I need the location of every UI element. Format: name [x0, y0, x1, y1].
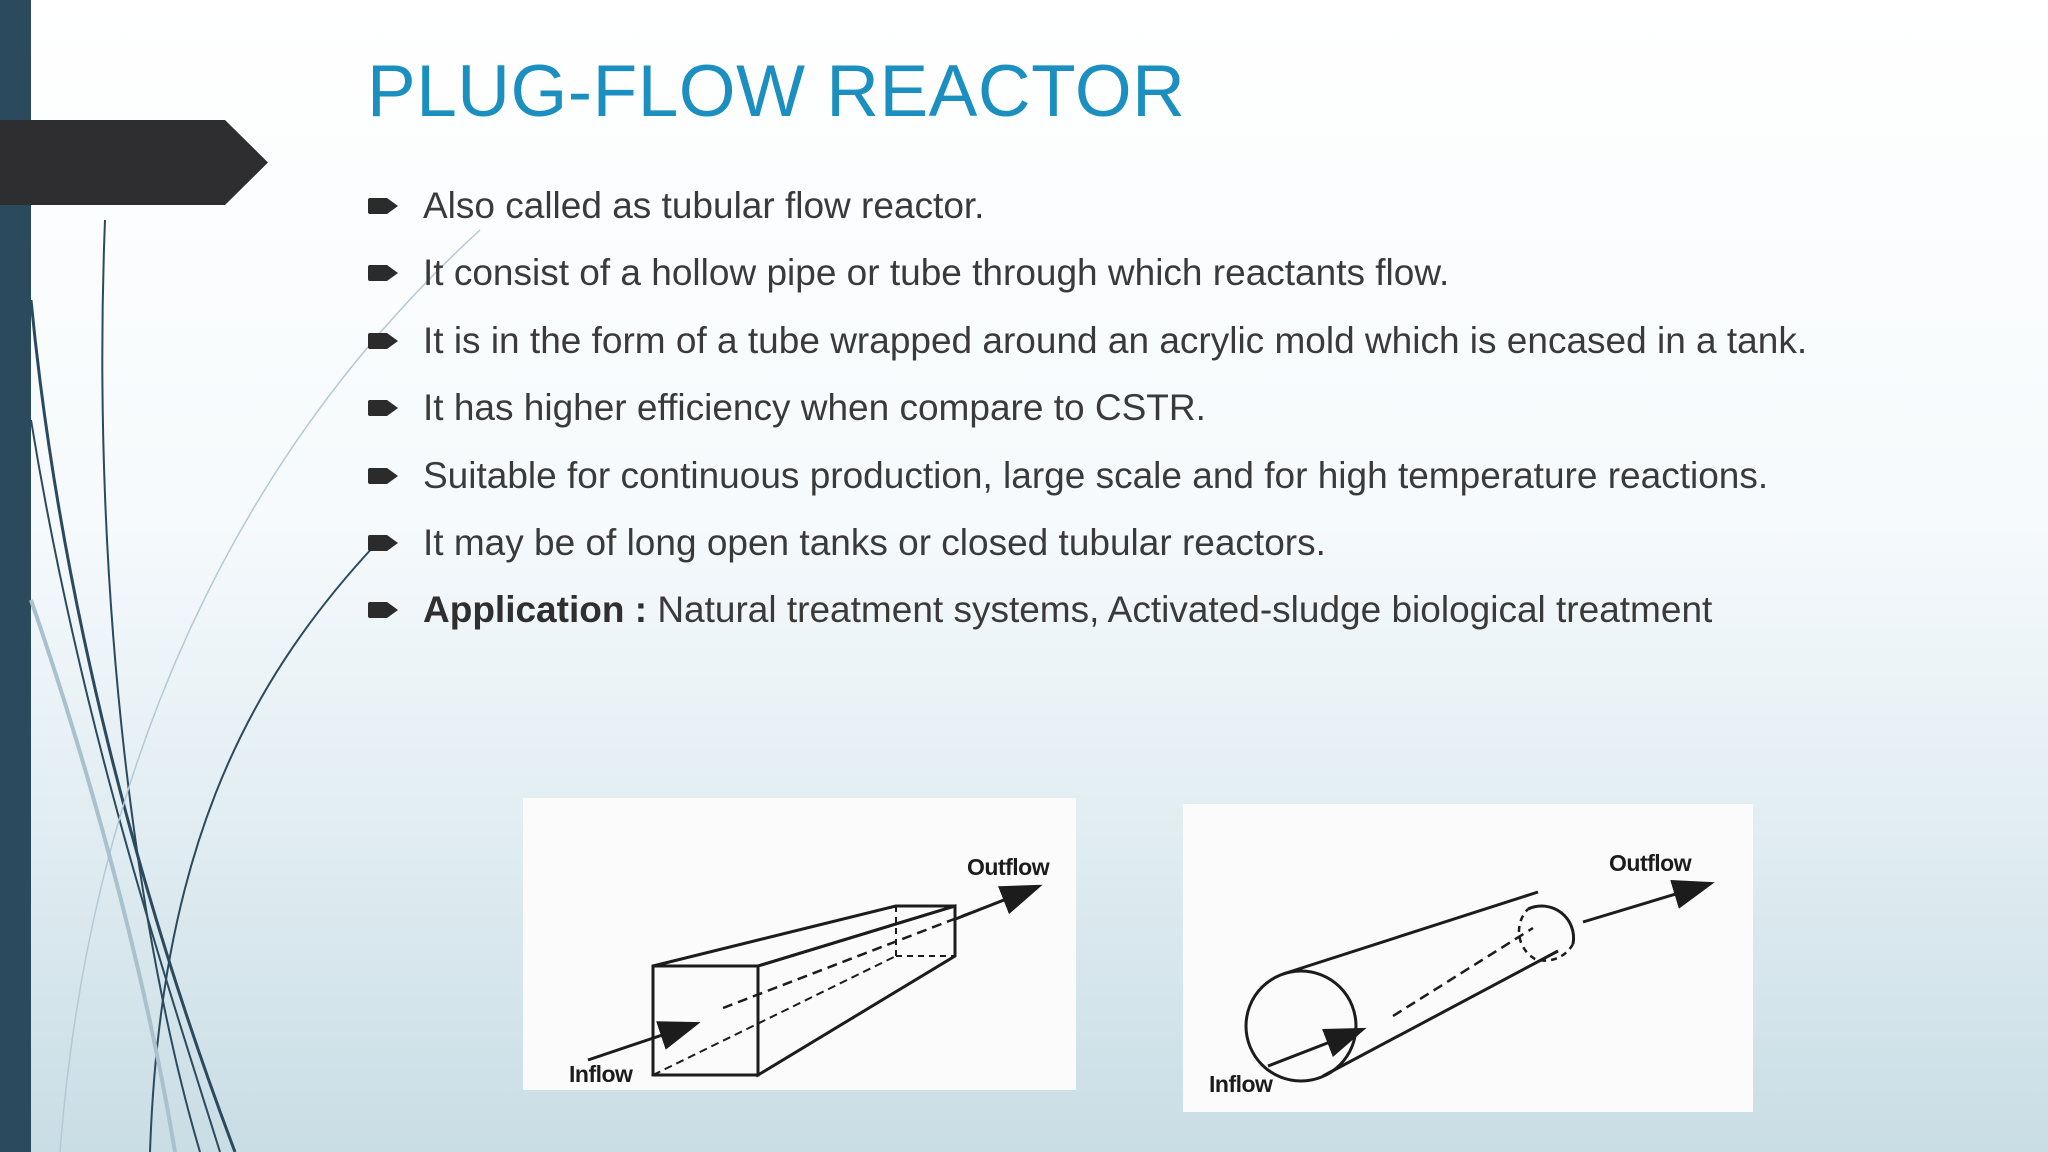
outflow-label: Outflow: [1609, 850, 1692, 876]
bullet-list: Also called as tubular flow reactor. It …: [367, 172, 1807, 644]
bullet-text: It may be of long open tanks or closed t…: [423, 521, 1326, 563]
arrow-bullet-icon: [368, 198, 398, 214]
arrow-bullet-icon: [368, 400, 398, 417]
arrow-tab-shape: [0, 120, 268, 205]
application-label: Application :: [423, 589, 648, 631]
arrow-bullet-icon: [368, 265, 398, 282]
inflow-label: Inflow: [569, 1061, 633, 1087]
decorative-curves: [29, 219, 481, 1152]
bullet-item: It consist of a hollow pipe or tube thro…: [367, 239, 1807, 306]
arrow-bullet-icon: [368, 467, 398, 484]
slide-title: PLUG-FLOW REACTOR: [367, 51, 1186, 132]
arrow-bullet-icon: [368, 602, 398, 619]
bullet-text: It has higher efficiency when compare to…: [423, 387, 1206, 429]
tubular-reactor-drawing: [1244, 880, 1715, 1083]
bullet-item: It is in the form of a tube wrapped arou…: [367, 307, 1807, 374]
rectangular-reactor-drawing: [587, 884, 1043, 1078]
bullet-item: Also called as tubular flow reactor.: [367, 172, 1807, 239]
bullet-item: Suitable for continuous production, larg…: [367, 442, 1807, 509]
outflow-label: Outflow: [967, 854, 1050, 880]
arrow-bullet-icon: [368, 332, 398, 349]
bullet-text: Also called as tubular flow reactor.: [423, 185, 985, 226]
inflow-label: Inflow: [1209, 1071, 1273, 1097]
arrow-bullet-icon: [368, 534, 398, 551]
bullet-text: Suitable for continuous production, larg…: [423, 454, 1769, 496]
bullet-item: It has higher efficiency when compare to…: [367, 374, 1807, 441]
rectangular-reactor-figure: Outflow Inflow: [523, 798, 1076, 1090]
bullet-text: Natural treatment systems, Activated-slu…: [647, 589, 1713, 631]
bullet-item: It may be of long open tanks or closed t…: [367, 509, 1807, 576]
bullet-text: It consist of a hollow pipe or tube thro…: [423, 252, 1450, 294]
bullet-text: It is in the form of a tube wrapped arou…: [423, 319, 1808, 361]
bullet-item: Application : Natural treatment systems,…: [367, 576, 1807, 643]
tubular-reactor-figure: Outflow Inflow: [1183, 804, 1753, 1112]
